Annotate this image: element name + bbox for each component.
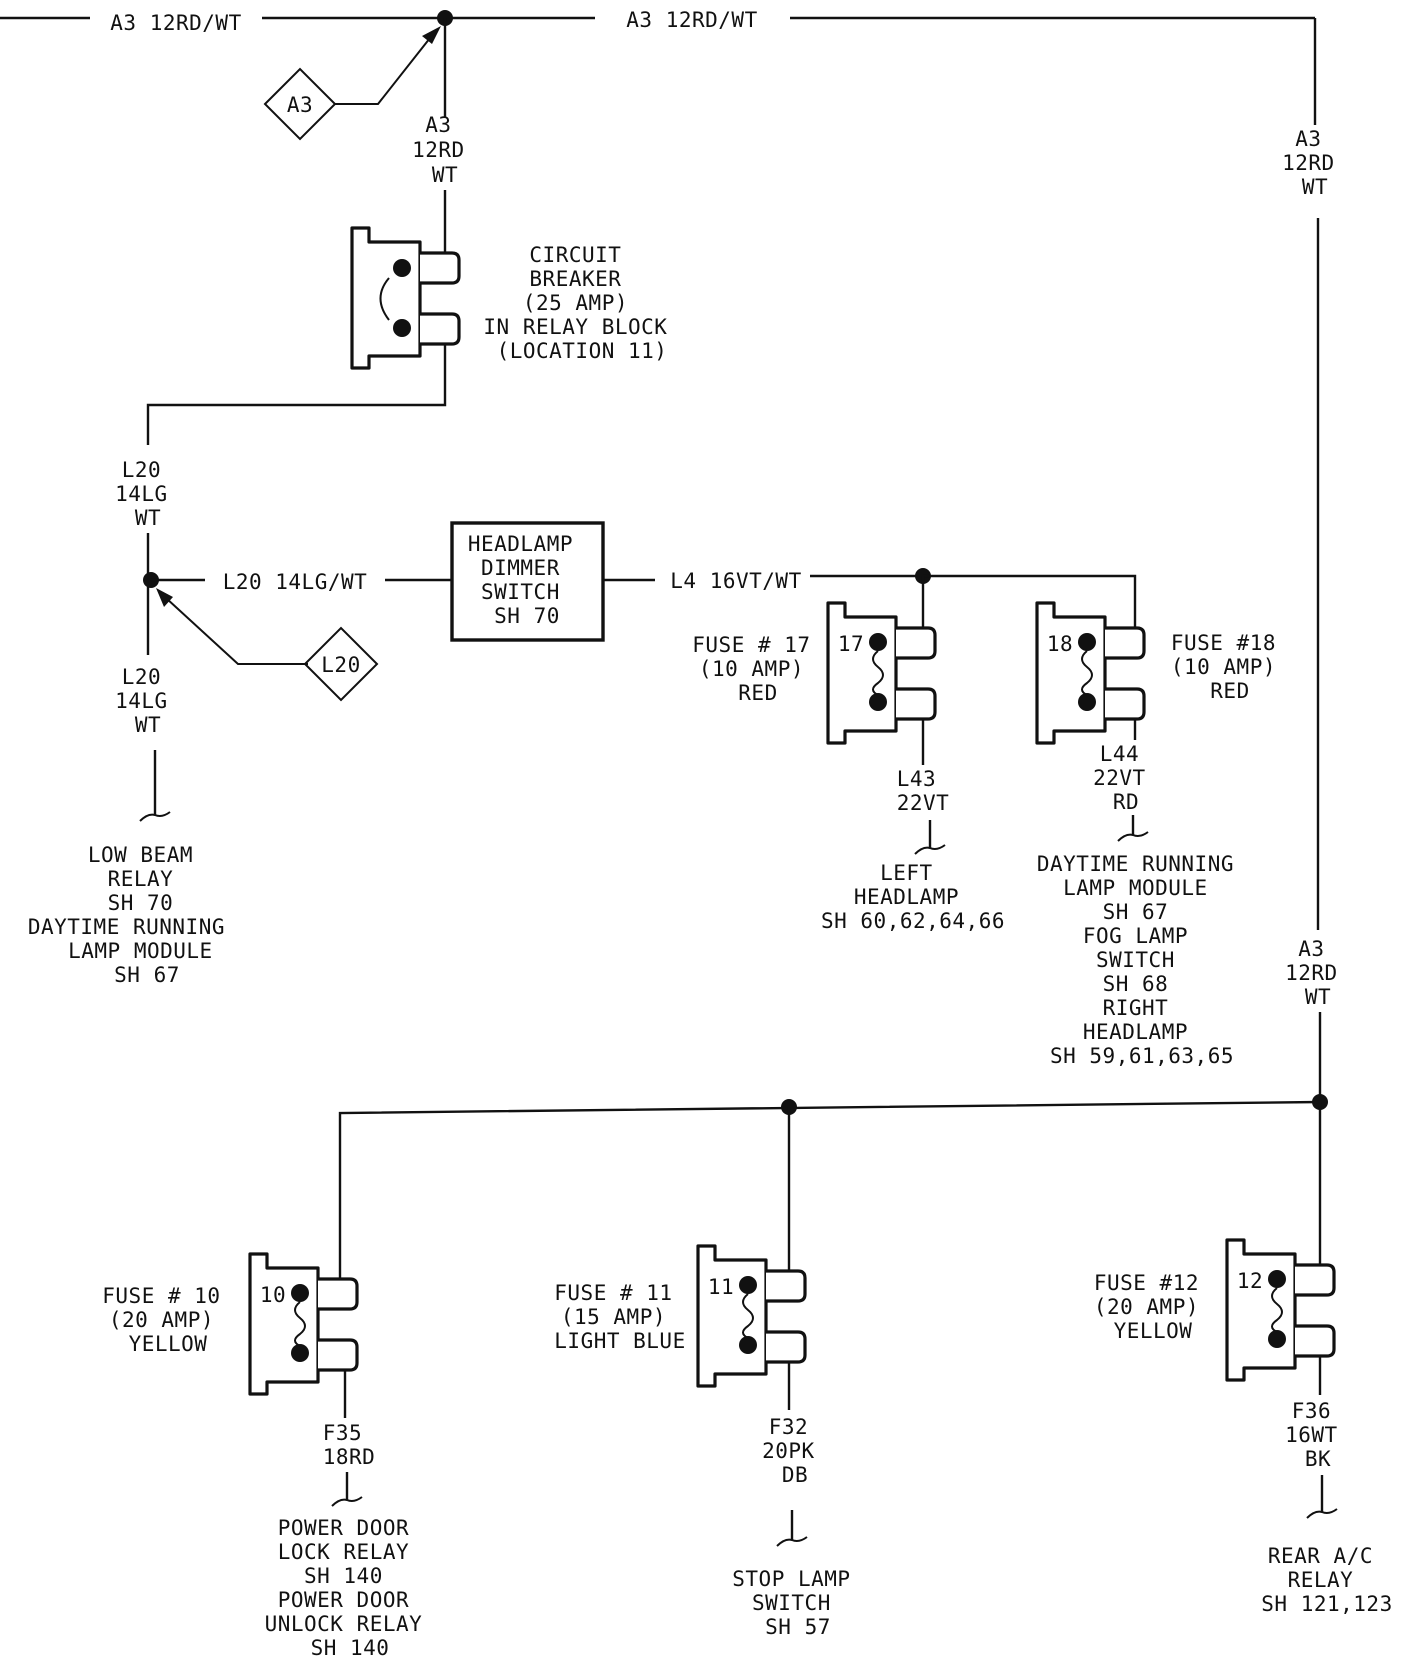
fuse-12-label: FUSE #12 (20 AMP) YELLOW xyxy=(1094,1271,1212,1343)
fuse-10: 10 xyxy=(248,1252,359,1396)
splice-marker-l20: L20 xyxy=(156,588,379,702)
wire-label-a3-cb: A3 12RD WT xyxy=(412,113,478,187)
svg-text:A3: A3 xyxy=(287,93,313,117)
fuse-17: 17 xyxy=(826,601,937,745)
wire-label-f36: F36 16WT BK xyxy=(1285,1399,1351,1471)
headlamp-dimmer-switch xyxy=(450,521,605,642)
fuse-17-label: FUSE # 17 (10 AMP) RED xyxy=(692,633,823,705)
wire-label-l44: L44 22VT RD xyxy=(1093,742,1159,814)
connector-symbol-drl xyxy=(1117,831,1149,842)
wire-label-a3-top-left: A3 12RD/WT xyxy=(110,11,241,35)
svg-text:18: 18 xyxy=(1047,632,1073,656)
connector-symbol-rear-ac xyxy=(1306,1508,1338,1519)
destination-drl-module: DAYTIME RUNNING LAMP MODULE SH 67 FOG LA… xyxy=(1037,852,1247,1068)
svg-text:17: 17 xyxy=(838,632,864,656)
svg-text:L20: L20 xyxy=(321,653,360,677)
connector-symbol-left-headlamp xyxy=(914,844,946,855)
wire-label-a3-right-lower: A3 12RD WT xyxy=(1285,937,1351,1009)
wire-label-f32: F32 20PK DB xyxy=(762,1415,828,1487)
a3-top-wire xyxy=(0,16,1317,125)
circuit-breaker-label: CIRCUIT BREAKER (25 AMP) IN RELAY BLOCK … xyxy=(483,243,680,363)
svg-text:11: 11 xyxy=(708,1275,734,1299)
wire-label-a3-top-right: A3 12RD/WT xyxy=(626,8,757,32)
bottom-bus-wire xyxy=(338,1100,1321,1285)
fuse-18-label: FUSE #18 (10 AMP) RED xyxy=(1171,631,1289,703)
wire-label-l43: L43 22VT xyxy=(897,767,950,815)
l20-wire-from-breaker xyxy=(146,344,447,445)
fuse-12: 12 xyxy=(1225,1238,1336,1382)
splice-marker-a3: A3 xyxy=(263,26,441,141)
headlamp-dimmer-switch-label: HEADLAMP DIMMER SWITCH SH 70 xyxy=(468,532,586,628)
destination-left-headlamp: LEFT HEADLAMP SH 60,62,64,66 xyxy=(821,861,1005,933)
svg-text:10: 10 xyxy=(260,1283,286,1307)
fuse-11-label: FUSE # 11 (15 AMP) LIGHT BLUE xyxy=(554,1281,685,1353)
destination-low-beam: LOW BEAM RELAY SH 70 DAYTIME RUNNING LAM… xyxy=(28,843,238,987)
wire-label-l20-lower: L20 14LG WT xyxy=(115,665,181,737)
connector-symbol-low-beam xyxy=(139,811,171,822)
wire-label-a3-right-upper: A3 12RD WT xyxy=(1282,127,1348,199)
fuse-18: 18 xyxy=(1035,601,1146,745)
wire-label-l4: L4 16VT/WT xyxy=(670,569,801,593)
wire-label-l20-upper: L20 14LG WT xyxy=(115,458,181,530)
connector-symbol-stop-lamp xyxy=(776,1536,808,1547)
fuse-11: 11 xyxy=(696,1244,807,1388)
destination-stop-lamp: STOP LAMP SWITCH SH 57 xyxy=(732,1567,863,1639)
svg-text:12: 12 xyxy=(1237,1269,1263,1293)
circuit-breaker xyxy=(350,226,461,370)
destination-rear-ac: REAR A/C RELAY SH 121,123 xyxy=(1261,1544,1392,1616)
destination-power-door: POWER DOOR LOCK RELAY SH 140 POWER DOOR … xyxy=(265,1516,436,1660)
fuse-10-label: FUSE # 10 (20 AMP) YELLOW xyxy=(102,1284,233,1356)
connector-symbol-power-door xyxy=(331,1496,363,1507)
wire-label-f35: F35 18RD xyxy=(323,1421,376,1469)
wire-label-l20-horizontal: L20 14LG/WT xyxy=(223,570,368,594)
